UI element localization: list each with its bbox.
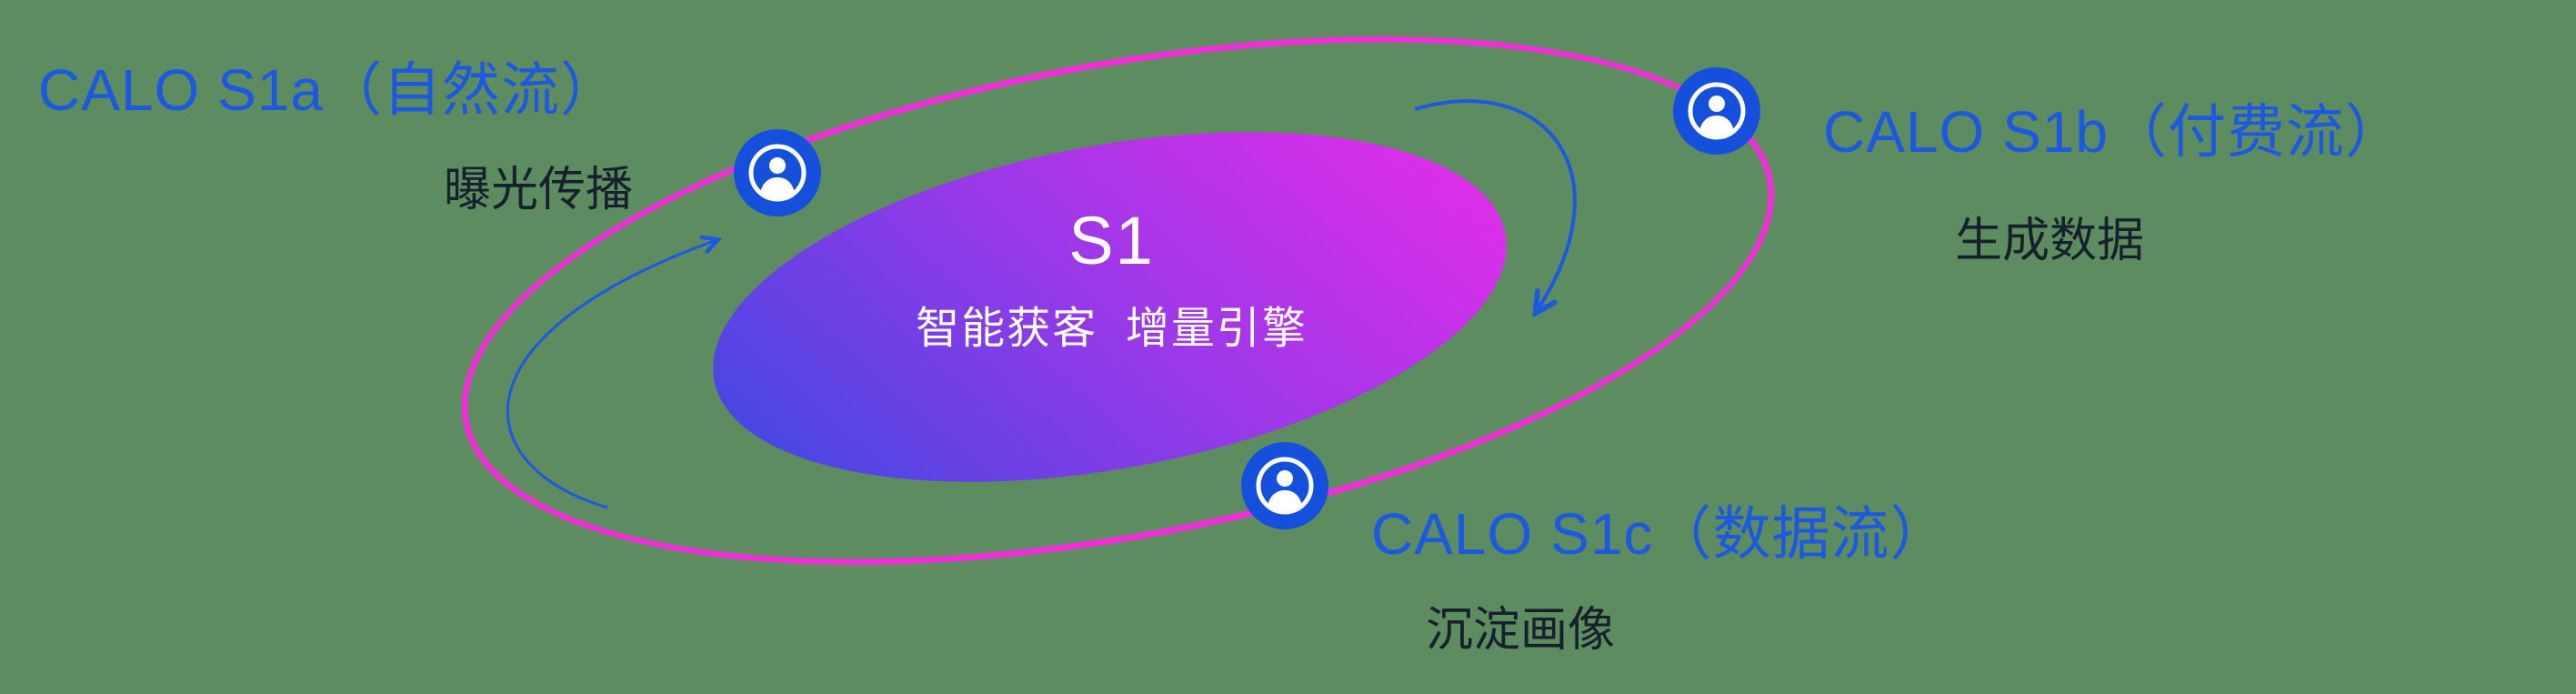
core-subtitle: 智能获客 增量引擎 xyxy=(916,305,1308,353)
node-label-s1c: CALO S1c（数据流） xyxy=(1371,501,1950,567)
user-circle-icon-s1c xyxy=(1241,442,1328,529)
node-sublabel-s1a: 曝光传播 xyxy=(444,164,634,216)
user-icon xyxy=(1688,82,1746,140)
node-sublabel-s1b: 生成数据 xyxy=(1955,215,2145,267)
node-sublabel-s1c: 沉淀画像 xyxy=(1426,604,1616,657)
user-circle-icon-s1b xyxy=(1673,67,1760,155)
core-text: S1 智能获客 增量引擎 xyxy=(818,202,1405,356)
user-icon xyxy=(748,144,807,202)
user-icon xyxy=(1256,457,1314,515)
node-label-s1b: CALO S1b（付费流） xyxy=(1823,99,2404,165)
node-label-s1a: CALO S1a（自然流） xyxy=(38,57,619,123)
user-circle-icon-s1a xyxy=(734,129,821,216)
core-title: S1 xyxy=(1068,203,1155,278)
